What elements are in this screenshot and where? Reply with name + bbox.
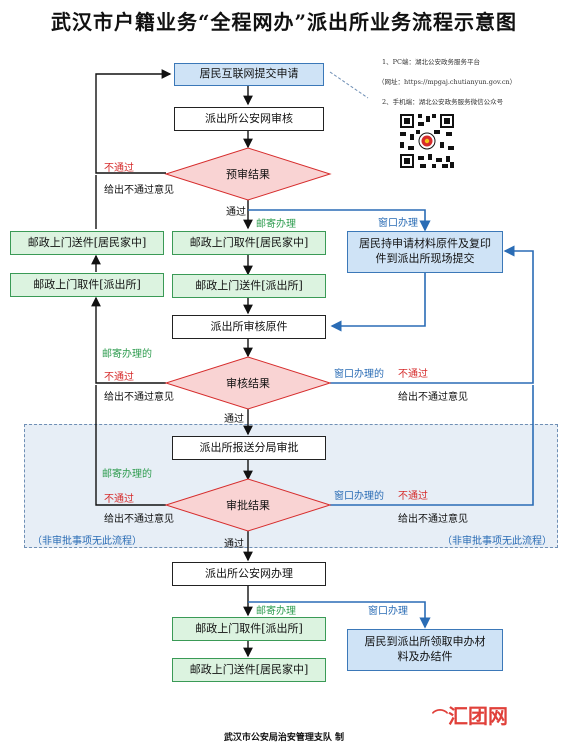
audit-pass-label: 通过 (224, 414, 244, 425)
station-process-text: 派出所公安网办理 (205, 566, 293, 580)
audit-opinion-label-right: 给出不通过意见 (398, 392, 468, 403)
window-submit-box: 居民持申请材料原件及复印件到派出所现场提交 (347, 231, 503, 273)
watermark-icon: ⌒ (432, 708, 449, 727)
branch-approve-box: 派出所报送分局审批 (172, 436, 326, 460)
mail-get-home-box: 邮政上门取件[居民家中] (172, 231, 326, 255)
mail-route-label-2: 邮寄办理 (256, 606, 296, 617)
pickup-box: 居民到派出所领取申办材料及办结件 (347, 629, 503, 671)
audit-result-diamond (164, 356, 332, 410)
audit-window-route-label: 窗口办理的 (334, 369, 384, 380)
window-submit-text: 居民持申请材料原件及复印件到派出所现场提交 (359, 237, 491, 265)
branch-approve-text: 派出所报送分局审批 (199, 440, 299, 454)
approve-pass-label: 通过 (224, 539, 244, 550)
mail-get-station-bottom-text: 邮政上门取件[派出所] (195, 621, 303, 635)
mail-get-station-left-text: 邮政上门取件[派出所] (33, 277, 141, 291)
station-process-box: 派出所公安网办理 (172, 562, 326, 586)
info-pc: 1、PC端：湖北公安政务服务平台 (382, 58, 480, 66)
mail-get-station-bottom-box: 邮政上门取件[派出所] (172, 617, 326, 641)
window-route-label-2: 窗口办理 (368, 606, 408, 617)
apply-box: 居民互联网提交申请 (174, 63, 324, 86)
approve-mail-route-label: 邮寄办理的 (102, 469, 152, 480)
approve-opinion-label-right: 给出不通过意见 (398, 514, 468, 525)
preresult-text: 预审结果 (226, 168, 270, 181)
precheck-box: 派出所公安网审核 (174, 107, 324, 131)
mail-send-home-bottom-text: 邮政上门送件[居民家中] (189, 662, 309, 676)
mail-send-station-text: 邮政上门送件[派出所] (195, 278, 303, 292)
audit-result-text: 审核结果 (226, 377, 270, 390)
info-mobile: 2、手机端：湖北公安政务服务微信公众号 (382, 98, 504, 106)
mail-send-station-box: 邮政上门送件[派出所] (172, 274, 326, 298)
approve-fail-label-right: 不通过 (398, 491, 428, 502)
verify-originals-text: 派出所审核原件 (210, 319, 288, 333)
approve-result-text: 审批结果 (226, 499, 270, 512)
footer-credit: 武汉市公安局治安管理支队 制 (223, 733, 345, 743)
qr-code-icon (398, 112, 456, 170)
mail-send-home-left-box: 邮政上门送件[居民家中] (10, 231, 164, 255)
preresult-pass-label: 通过 (226, 207, 246, 218)
pickup-text: 居民到派出所领取申办材料及办结件 (364, 635, 486, 663)
mail-get-station-left-box: 邮政上门取件[派出所] (10, 273, 164, 297)
audit-fail-label-left: 不通过 (104, 372, 134, 383)
approve-window-route-label: 窗口办理的 (334, 491, 384, 502)
precheck-text: 派出所公安网审核 (205, 111, 293, 125)
watermark-text: 汇团网 (448, 704, 509, 728)
mail-send-home-bottom-box: 邮政上门送件[居民家中] (172, 658, 326, 682)
apply-text: 居民互联网提交申请 (199, 67, 299, 81)
preresult-fail-label: 不通过 (104, 163, 134, 174)
mail-send-home-left-text: 邮政上门送件[居民家中] (27, 235, 147, 249)
preresult-diamond (164, 147, 332, 201)
verify-originals-box: 派出所审核原件 (172, 315, 326, 339)
approve-fail-label-left: 不通过 (104, 494, 134, 505)
page-title: 武汉市户籍业务“全程网办”派出所业务流程示意图 (50, 10, 517, 34)
window-route-label-1: 窗口办理 (378, 218, 418, 229)
audit-opinion-label-left: 给出不通过意见 (104, 392, 174, 403)
mail-get-home-text: 邮政上门取件[居民家中] (189, 235, 309, 249)
preresult-opinion-label: 给出不通过意见 (104, 185, 174, 196)
info-url: （网址：https://mpgaj.chutianyun.gov.cn） (378, 78, 517, 86)
watermark-logo: ⌒汇团网 (432, 700, 508, 729)
audit-mail-route-label: 邮寄办理的 (102, 349, 152, 360)
mail-route-label-1: 邮寄办理 (256, 219, 296, 230)
no-approval-label-right: （非审批事项无此流程） (442, 536, 552, 547)
no-approval-label-left: （非审批事项无此流程） (32, 536, 142, 547)
audit-fail-label-right: 不通过 (398, 369, 428, 380)
approve-result-diamond (164, 478, 332, 532)
approve-opinion-label-left: 给出不通过意见 (104, 514, 174, 525)
